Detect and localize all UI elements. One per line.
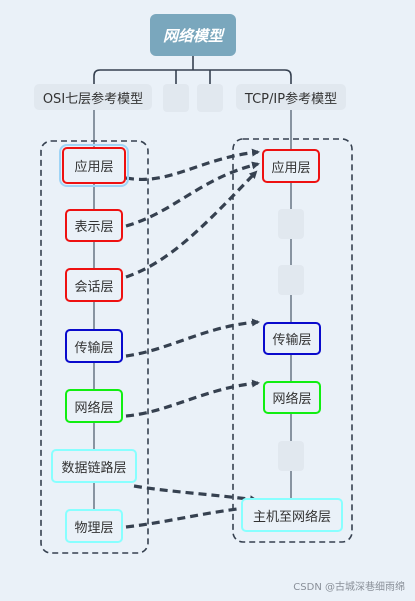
arrow-presentation-to-app xyxy=(125,161,260,228)
watermark-text: CSDN @古城深巷细雨绵 xyxy=(293,582,405,593)
arrow-physical-to-host xyxy=(125,503,256,529)
osi-model-title[interactable]: OSI七层参考模型 xyxy=(34,84,152,110)
tcpip-application-layer[interactable]: 应用层 xyxy=(262,149,320,183)
tcpip-network-layer[interactable]: 网络层 xyxy=(263,381,321,414)
arrow-app-to-app xyxy=(125,148,260,181)
osi-group-frame xyxy=(40,140,149,554)
empty-layer-node-2[interactable] xyxy=(278,265,304,295)
tcpip-host-to-network-layer[interactable]: 主机至网络层 xyxy=(241,498,343,532)
osi-transport-layer[interactable]: 传输层 xyxy=(65,329,123,363)
osi-presentation-layer[interactable]: 表示层 xyxy=(65,209,123,242)
osi-session-layer[interactable]: 会话层 xyxy=(65,268,123,302)
tcpip-model-title[interactable]: TCP/IP参考模型 xyxy=(236,84,346,110)
empty-branch-node-2[interactable] xyxy=(197,84,223,112)
empty-layer-node-1[interactable] xyxy=(278,209,304,239)
osi-network-layer[interactable]: 网络层 xyxy=(65,389,123,423)
empty-branch-node-1[interactable] xyxy=(163,84,189,112)
arrow-network-to-network xyxy=(125,379,260,418)
tcpip-transport-layer[interactable]: 传输层 xyxy=(263,322,321,355)
arrow-transport-to-transport xyxy=(125,318,260,358)
root-node[interactable]: 网络模型 xyxy=(150,14,236,56)
arrow-datalink-to-host xyxy=(133,484,258,504)
arrow-session-to-app xyxy=(125,170,258,279)
osi-physical-layer[interactable]: 物理层 xyxy=(65,509,123,543)
osi-datalink-layer[interactable]: 数据链路层 xyxy=(51,449,137,483)
empty-layer-node-3[interactable] xyxy=(278,441,304,471)
mapping-arrows xyxy=(125,148,260,529)
tree-lines xyxy=(93,56,292,84)
tcpip-group-frame xyxy=(232,138,353,543)
osi-application-layer[interactable]: 应用层 xyxy=(59,144,129,187)
